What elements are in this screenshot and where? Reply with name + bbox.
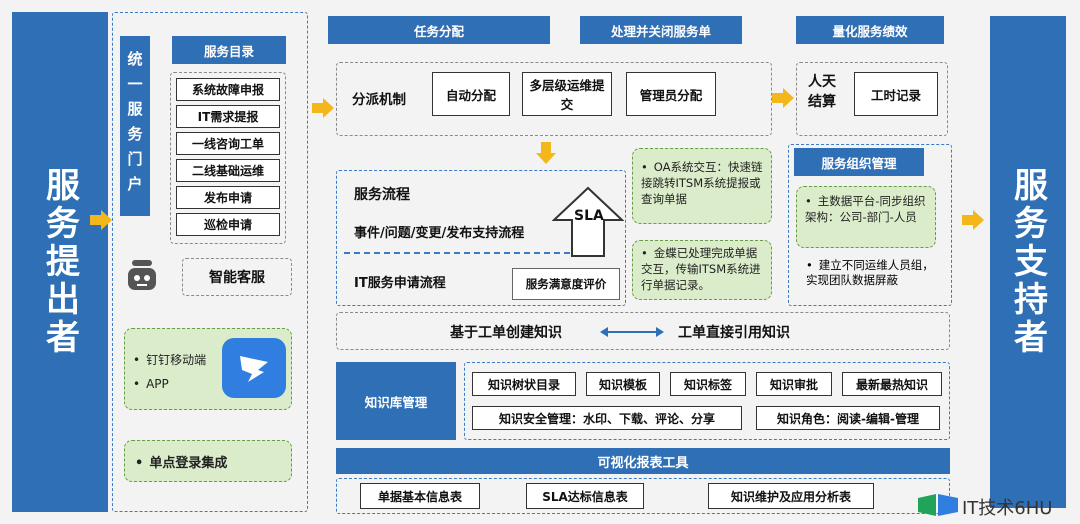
arrow-right-icon: [90, 210, 112, 234]
header-task-assign: 任务分配: [328, 16, 550, 44]
kb-item: 知识树状目录: [472, 372, 576, 396]
dispatch-option-multilevel: 多层级运维提交: [522, 72, 612, 116]
watermark-logo-icon: [918, 494, 958, 518]
bidirectional-arrow-icon: [600, 324, 664, 343]
kb-item: 最新最热知识: [842, 372, 942, 396]
performance-area: [796, 62, 948, 136]
mobile-item-dingtalk: 钉钉移动端: [133, 351, 206, 368]
catalog-item[interactable]: IT需求提报: [176, 105, 280, 128]
report-area: [336, 478, 950, 514]
report-item: 单据基本信息表: [360, 483, 480, 509]
service-requester-column: 服务提出者: [12, 12, 108, 512]
header-process-close: 处理并关闭服务单: [580, 16, 742, 44]
hour-record-box: 工时记录: [854, 72, 938, 116]
service-flow: [336, 170, 626, 306]
oa-note: OA系统交互：快速链接跳转ITSM系统提报或查询单据: [632, 148, 772, 224]
service-flow-label: 服务流程: [354, 187, 410, 203]
kb-item: 知识安全管理：水印、下载、评论、分享: [472, 406, 742, 430]
report-item: 知识维护及应用分析表: [708, 483, 874, 509]
sso-integration: 单点登录集成: [124, 440, 292, 482]
knowledge-link: [336, 312, 950, 350]
arrow-right-icon: [772, 88, 794, 112]
dispatch-option-admin: 管理员分配: [626, 72, 716, 116]
org-item-groups: 建立不同运维人员组，实现团队数据屏蔽: [806, 258, 936, 288]
arrow-down-icon: [536, 142, 556, 168]
catalog-item[interactable]: 二线基础运维: [176, 159, 280, 182]
kb-item: 知识标签: [670, 372, 746, 396]
person-day-label: 人天结算: [808, 74, 836, 110]
sso-label: 单点登录集成: [135, 452, 227, 471]
catalog-list: [170, 72, 286, 244]
unified-portal: [112, 12, 308, 512]
robot-icon: [124, 258, 160, 294]
kb-item: 知识模板: [586, 372, 660, 396]
catalog-item[interactable]: 巡检申请: [176, 213, 280, 236]
org-header: 服务组织管理: [794, 148, 924, 176]
arrow-right-icon: [962, 210, 984, 234]
knowledge-to-ticket: 工单直接引用知识: [678, 325, 790, 341]
smart-service-button[interactable]: 智能客服: [182, 258, 292, 296]
kb-area: [464, 362, 950, 440]
service-flow-sub: 事件/问题/变更/发布支持流程: [354, 226, 525, 241]
catalog-item[interactable]: 一线咨询工单: [176, 132, 280, 155]
request-flow-label: IT服务申请流程: [354, 276, 446, 291]
kb-label: 知识库管理: [336, 362, 456, 440]
arrow-right-icon: [312, 98, 334, 122]
watermark-text: IT技术6HU: [962, 498, 1053, 519]
sla-label: SLA: [574, 208, 604, 224]
mobile-item-app: APP: [133, 377, 169, 391]
dispatch-option-auto: 自动分配: [432, 72, 510, 116]
kingdee-note: 金蝶已处理完成单据交互，传输ITSM系统进行单据记录。: [632, 240, 772, 300]
org-management: [788, 144, 952, 306]
catalog-item[interactable]: 系统故障申报: [176, 78, 280, 101]
org-item-masterdata: 主数据平台-同步组织架构：公司-部门-人员: [796, 186, 936, 248]
kb-item: 知识审批: [756, 372, 832, 396]
service-requester-label: 服务提出者: [39, 167, 80, 357]
kb-item: 知识角色：阅读-编辑-管理: [756, 406, 940, 430]
catalog-item[interactable]: 发布申请: [176, 186, 280, 209]
oa-note-text: OA系统交互：快速链接跳转ITSM系统提报或查询单据: [641, 159, 767, 207]
catalog-header: 服务目录: [172, 36, 286, 64]
dispatch-label: 分派机制: [352, 92, 406, 108]
dingtalk-logo-icon: [222, 338, 286, 398]
knowledge-from-ticket: 基于工单创建知识: [450, 325, 562, 341]
portal-title: 统一服务门户: [120, 36, 150, 216]
report-header: 可视化报表工具: [336, 448, 950, 474]
flow-divider: [344, 252, 580, 254]
report-item: SLA达标信息表: [526, 483, 644, 509]
satisfaction-box: 服务满意度评价: [512, 268, 620, 300]
service-supporter-column: 服务支持者: [990, 16, 1066, 508]
sla-arrow-icon: [551, 186, 625, 258]
kingdee-note-text: 金蝶已处理完成单据交互，传输ITSM系统进行单据记录。: [641, 245, 767, 293]
header-performance: 量化服务绩效: [796, 16, 944, 44]
dispatch-mechanism: [336, 62, 772, 136]
